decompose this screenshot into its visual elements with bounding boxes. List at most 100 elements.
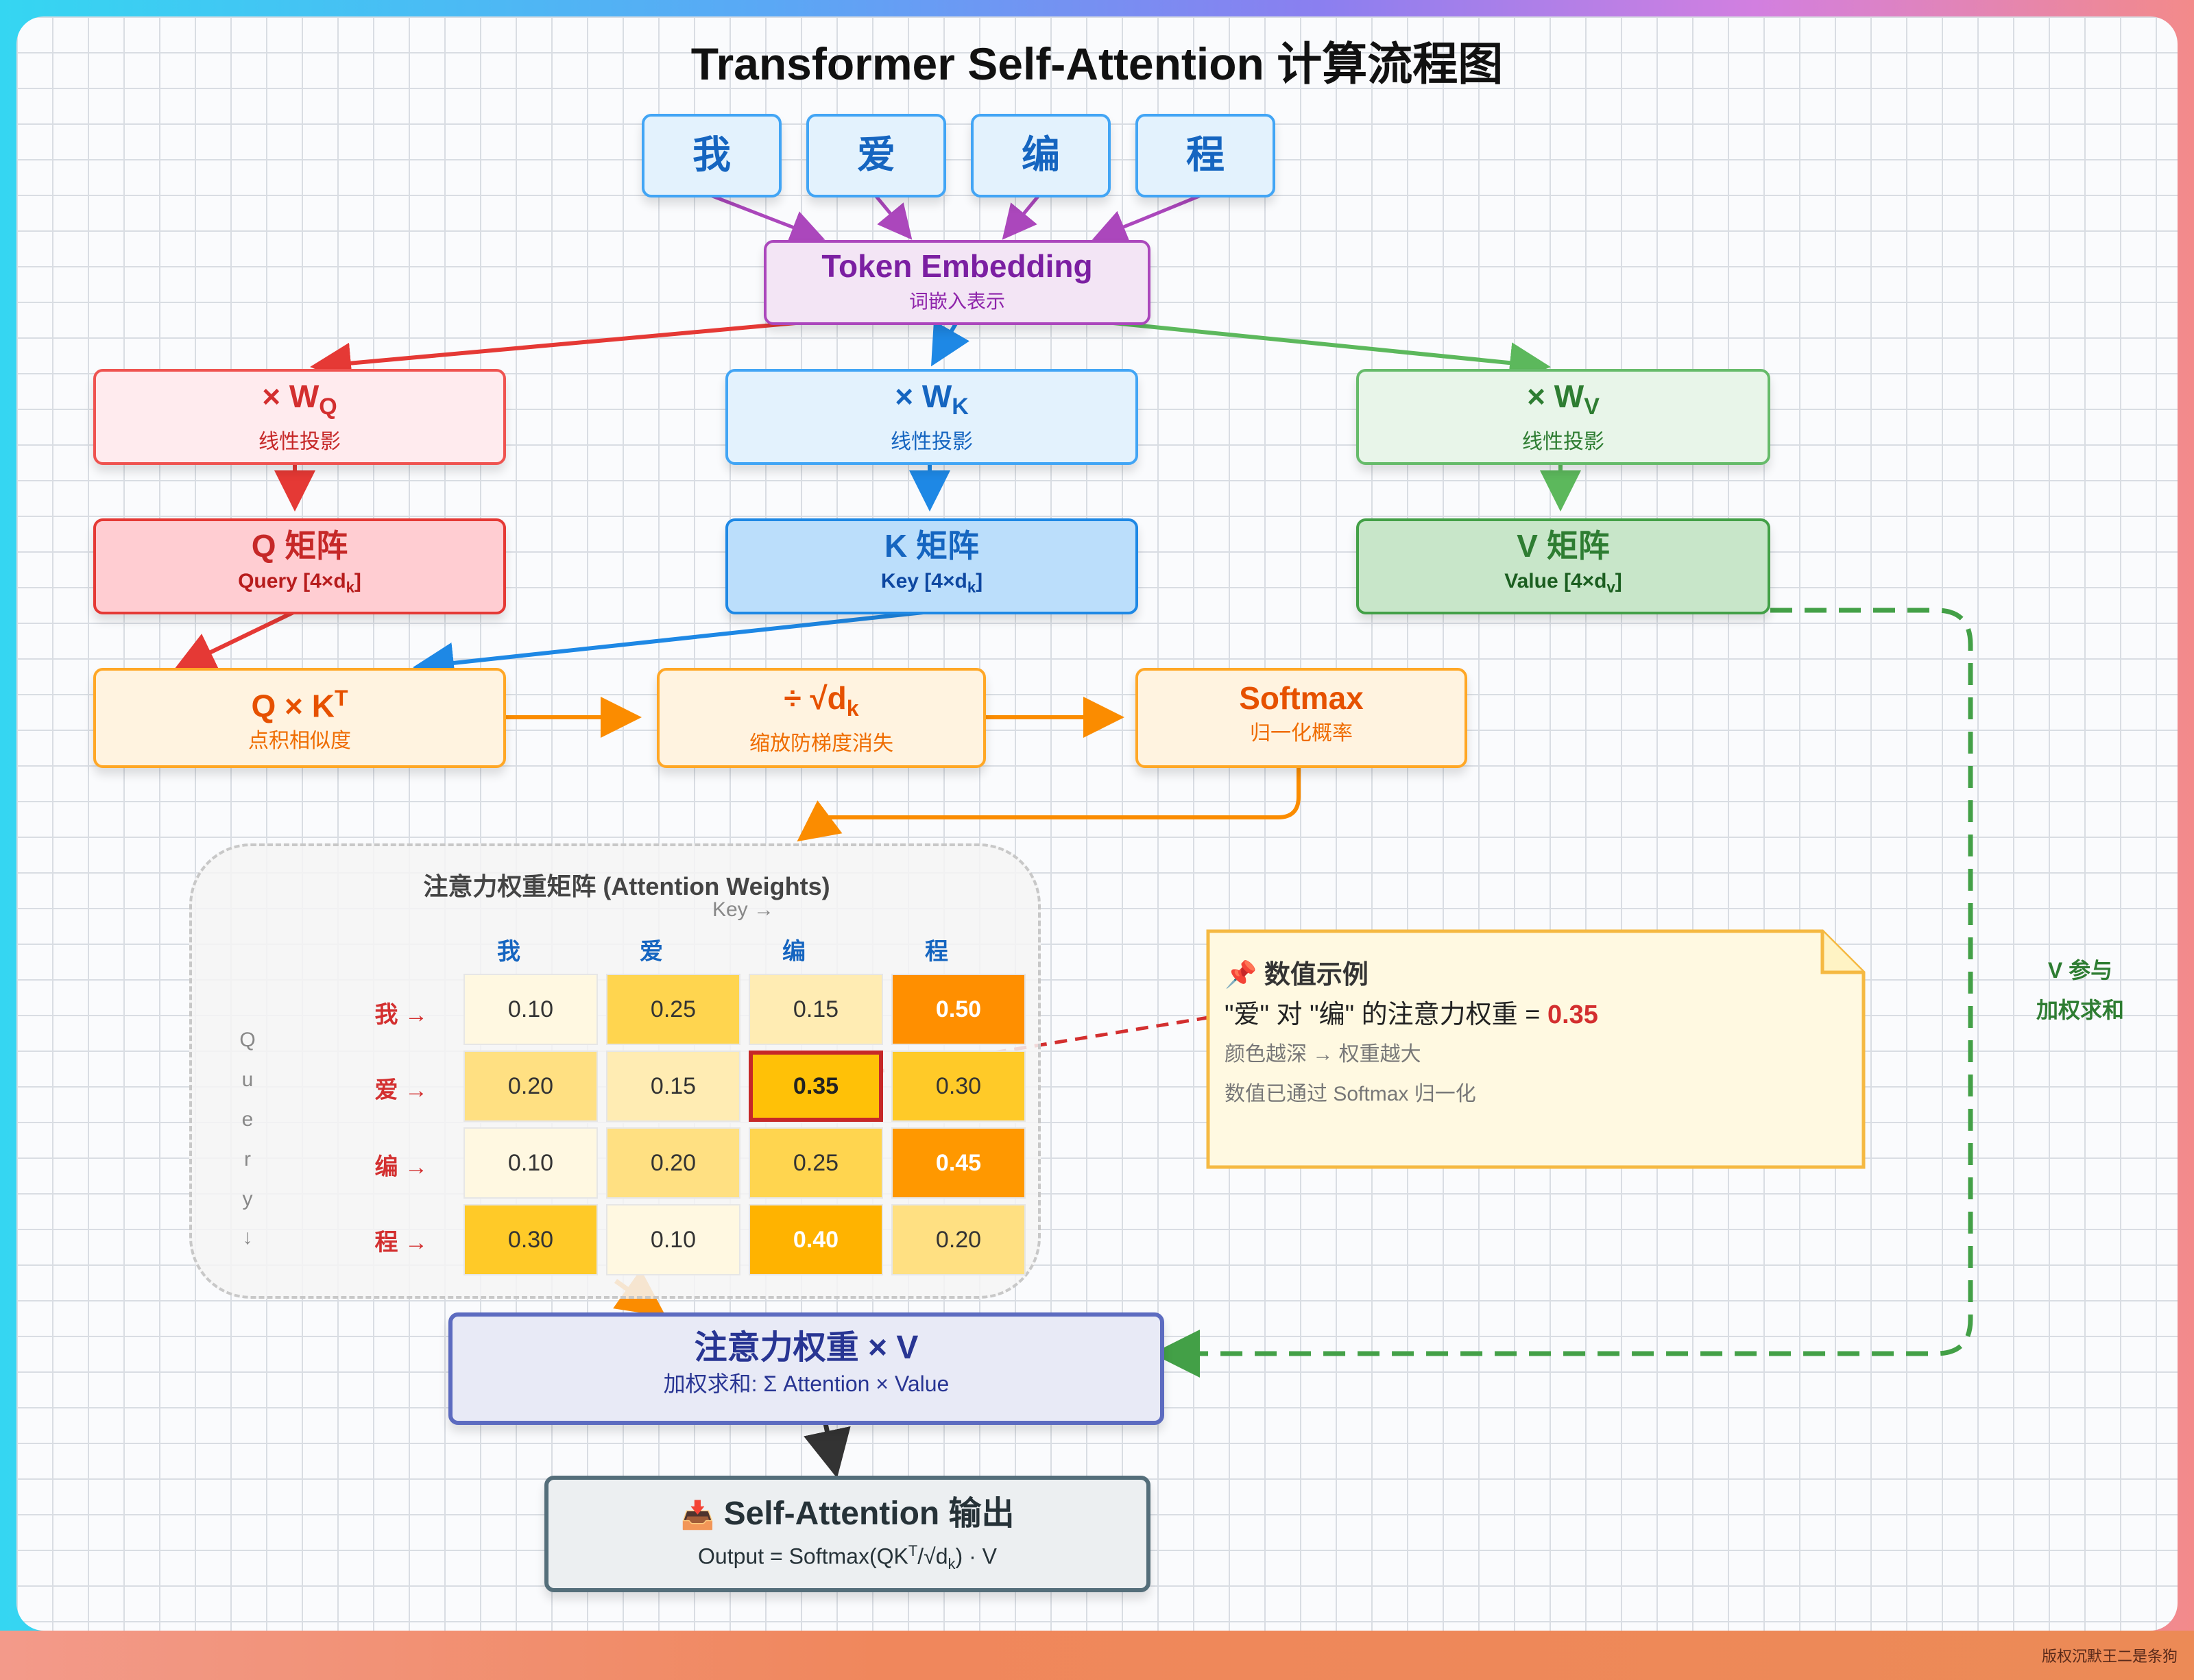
embed-to-wk-arrow bbox=[931, 320, 969, 367]
weight-cell: 0.45 bbox=[891, 1127, 1026, 1199]
token-label: 爱 bbox=[857, 133, 895, 176]
note-line-1: "爱" 对 "编" 的注意力权重 = 0.35 bbox=[1225, 1000, 1598, 1029]
qk-subtitle: 点积相似度 bbox=[248, 730, 351, 753]
weight-cell: 0.30 bbox=[463, 1204, 598, 1275]
token-label: 编 bbox=[1022, 133, 1060, 176]
q-matrix-desc: Query [4×dk] bbox=[238, 570, 361, 596]
watermark: 版权沉默王二是条狗 bbox=[2041, 1648, 2178, 1665]
weight-cell: 0.10 bbox=[463, 1127, 598, 1199]
scale-subtitle: 缩放防梯度消失 bbox=[749, 732, 893, 756]
bottom-gradient-band bbox=[0, 1631, 2194, 1680]
embedding-title: Token Embedding bbox=[821, 248, 1093, 284]
wk-label: 线性投影 bbox=[891, 431, 973, 454]
wv-projection-box: × WV 线性投影 bbox=[1356, 369, 1770, 465]
softmax-to-matrix-arrow bbox=[797, 768, 1301, 842]
query-axis-letter: u bbox=[241, 1068, 254, 1091]
token-box-2: 爱 bbox=[806, 114, 946, 197]
weight-cell: 0.10 bbox=[606, 1204, 740, 1275]
col-label: 程 bbox=[925, 939, 948, 965]
output-title: Self-Attention 输出 bbox=[723, 1496, 1015, 1532]
weight-cell: 0.15 bbox=[749, 974, 883, 1045]
query-axis-letter: r bbox=[244, 1148, 251, 1171]
output-box: 📥 Self-Attention 输出 Output = Softmax(QKT… bbox=[544, 1476, 1150, 1592]
wv-title: × WV bbox=[1527, 379, 1600, 420]
wq-title: × WQ bbox=[262, 379, 337, 420]
note-line-3: 数值已通过 Softmax 归一化 bbox=[1225, 1083, 1476, 1105]
token-embedding-box: Token Embedding 词嵌入表示 bbox=[764, 240, 1150, 325]
v-to-weighted-dashed-arrow bbox=[1152, 608, 1973, 1378]
weight-cell: 0.25 bbox=[749, 1127, 883, 1199]
output-title-row: 📥 Self-Attention 输出 bbox=[548, 1493, 1146, 1536]
col-label: 编 bbox=[782, 939, 806, 965]
qk-title: Q × KT bbox=[251, 686, 348, 724]
query-axis-letter: e bbox=[241, 1108, 254, 1131]
wk-projection-box: × WK 线性投影 bbox=[725, 369, 1138, 465]
pushpin-icon: 📌 bbox=[1225, 961, 1257, 989]
key-axis-label: Key → bbox=[712, 898, 775, 921]
weight-cell: 0.15 bbox=[606, 1051, 740, 1122]
token-box-4: 程 bbox=[1135, 114, 1275, 197]
weight-cell: 0.20 bbox=[463, 1051, 598, 1122]
q-to-qk-arrow bbox=[173, 610, 296, 671]
note-line-2: 颜色越深 → 权重越大 bbox=[1225, 1043, 1421, 1066]
col-label: 爱 bbox=[640, 939, 663, 965]
token-label: 我 bbox=[692, 133, 731, 176]
token-to-embedding-arrows bbox=[708, 193, 1203, 243]
weighted-to-output-arrow bbox=[804, 1423, 851, 1478]
attention-matrix-title: 注意力权重矩阵 (Attention Weights) bbox=[423, 872, 830, 900]
softmax-box: Softmax 归一化概率 bbox=[1135, 668, 1467, 768]
weight-cell: 0.20 bbox=[606, 1127, 740, 1199]
weight-cell: 0.25 bbox=[606, 974, 740, 1045]
output-formula: Output = Softmax(QKT/√dk) · V bbox=[698, 1542, 997, 1573]
k-matrix-box: K 矩阵 Key [4×dk] bbox=[725, 518, 1138, 614]
embed-to-wq-arrow bbox=[310, 319, 819, 384]
token-box-1: 我 bbox=[642, 114, 782, 197]
embed-to-wv-arrow bbox=[1092, 319, 1551, 384]
col-label: 我 bbox=[497, 939, 520, 965]
v-side-label-2: 加权求和 bbox=[2036, 998, 2124, 1022]
weight-cell: 0.40 bbox=[749, 1204, 883, 1275]
query-axis-letter: ↓ bbox=[242, 1226, 253, 1249]
query-axis-letter: Q bbox=[239, 1029, 256, 1051]
row-label: 编 → bbox=[374, 1154, 428, 1180]
note-card-shape bbox=[1206, 929, 1866, 1169]
k-matrix-title: K 矩阵 bbox=[884, 528, 979, 564]
q-matrix-box: Q 矩阵 Query [4×dk] bbox=[93, 518, 506, 614]
token-label: 程 bbox=[1186, 133, 1225, 176]
weighted-sum-title: 注意力权重 × V bbox=[694, 1330, 919, 1366]
scale-box: ÷ √dk 缩放防梯度消失 bbox=[657, 668, 986, 768]
weighted-sum-subtitle: 加权求和: Σ Attention × Value bbox=[663, 1371, 950, 1396]
qk-product-box: Q × KT 点积相似度 bbox=[93, 668, 506, 768]
page-title: Transformer Self-Attention 计算流程图 bbox=[690, 38, 1504, 89]
weighted-sum-box: 注意力权重 × V 加权求和: Σ Attention × Value bbox=[448, 1312, 1164, 1425]
weight-cell: 0.30 bbox=[891, 1051, 1026, 1122]
v-matrix-title: V 矩阵 bbox=[1517, 528, 1610, 564]
note-title-row: 📌 数值示例 bbox=[1225, 953, 1369, 991]
diagram-canvas: Transformer Self-Attention 计算流程图 bbox=[16, 16, 2178, 1631]
v-matrix-desc: Value [4×dv] bbox=[1504, 570, 1622, 596]
row-label: 我 → bbox=[374, 1002, 428, 1028]
v-matrix-box: V 矩阵 Value [4×dv] bbox=[1356, 518, 1770, 614]
wq-label: 线性投影 bbox=[258, 431, 341, 454]
weight-cell: 0.10 bbox=[463, 974, 598, 1045]
embedding-subtitle: 词嵌入表示 bbox=[908, 291, 1005, 312]
q-matrix-title: Q 矩阵 bbox=[251, 528, 348, 564]
k-to-qk-arrow bbox=[413, 610, 930, 684]
weight-cell: 0.20 bbox=[891, 1204, 1026, 1275]
weight-cell: 0.50 bbox=[891, 974, 1026, 1045]
weight-cell-highlighted: 0.35 bbox=[749, 1051, 883, 1122]
token-box-3: 编 bbox=[971, 114, 1111, 197]
wv-label: 线性投影 bbox=[1522, 431, 1604, 454]
k-matrix-desc: Key [4×dk] bbox=[880, 570, 983, 596]
wq-projection-box: × WQ 线性投影 bbox=[93, 369, 506, 465]
softmax-subtitle: 归一化概率 bbox=[1250, 722, 1353, 745]
note-value: 0.35 bbox=[1547, 1000, 1598, 1029]
inbox-tray-icon: 📥 bbox=[680, 1500, 715, 1531]
example-note-card: 📌 数值示例 "爱" 对 "编" 的注意力权重 = 0.35 颜色越深 → 权重… bbox=[1205, 928, 1866, 1170]
wk-title: × WK bbox=[895, 379, 969, 420]
softmax-title: Softmax bbox=[1239, 680, 1364, 716]
row-label: 爱 → bbox=[374, 1077, 428, 1103]
row-label: 程 → bbox=[374, 1229, 428, 1256]
scale-title: ÷ √dk bbox=[784, 680, 859, 721]
note-title: 数值示例 bbox=[1264, 961, 1369, 989]
